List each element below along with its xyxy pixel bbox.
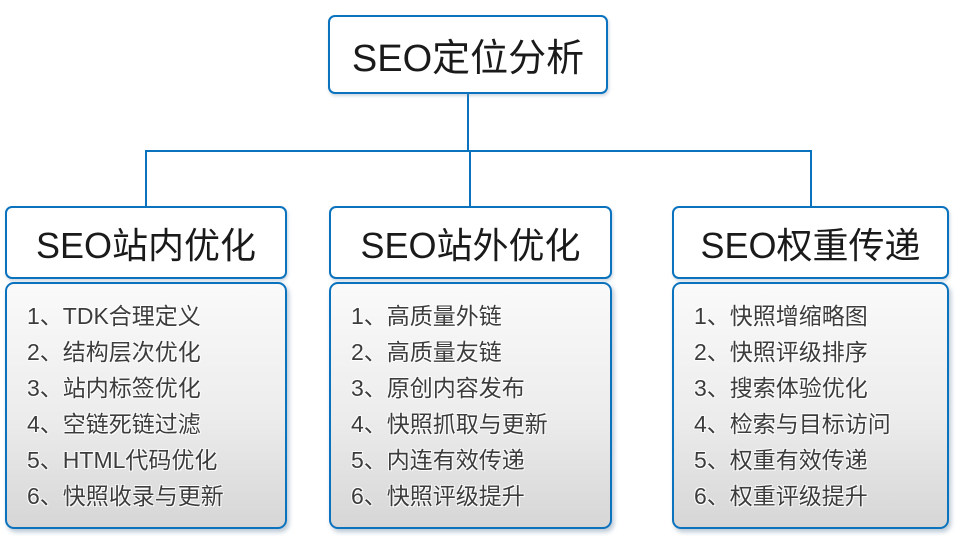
branch-header-offsite: SEO站外优化	[329, 206, 612, 279]
branch-list-offsite: 1、高质量外链 2、高质量友链 3、原创内容发布 4、快照抓取与更新 5、内连有…	[329, 282, 612, 529]
list-item: 1、TDK合理定义	[27, 303, 201, 329]
connector-root-vertical	[467, 94, 469, 151]
branch-header-onsite: SEO站内优化	[5, 206, 287, 279]
list-item: 4、检索与目标访问	[694, 411, 891, 437]
connector-right-vertical	[810, 150, 812, 207]
list-item: 1、快照增缩略图	[694, 303, 868, 329]
branch-header-weight: SEO权重传递	[672, 206, 949, 279]
connector-middle-vertical	[469, 150, 471, 207]
list-item: 5、HTML代码优化	[27, 447, 218, 473]
list-item: 6、快照收录与更新	[27, 483, 224, 509]
list-item: 3、原创内容发布	[351, 375, 525, 401]
connector-left-vertical	[145, 150, 147, 207]
list-item: 1、高质量外链	[351, 303, 502, 329]
branch-header-onsite-title: SEO站内优化	[35, 224, 257, 266]
list-item: 2、高质量友链	[351, 339, 502, 365]
list-item: 3、站内标签优化	[27, 375, 201, 401]
list-item: 2、结构层次优化	[27, 339, 201, 365]
branch-list-onsite: 1、TDK合理定义 2、结构层次优化 3、站内标签优化 4、空链死链过滤 5、H…	[5, 282, 287, 529]
list-item: 2、快照评级排序	[694, 339, 868, 365]
list-item: 5、权重有效传递	[694, 447, 868, 473]
list-item: 4、空链死链过滤	[27, 411, 201, 437]
list-item: 6、权重评级提升	[694, 483, 868, 509]
list-item: 4、快照抓取与更新	[351, 411, 548, 437]
root-node-title: SEO定位分析	[351, 38, 585, 80]
branch-header-offsite-title: SEO站外优化	[360, 224, 581, 266]
list-item: 3、搜索体验优化	[694, 375, 868, 401]
list-item: 5、内连有效传递	[351, 447, 525, 473]
root-node: SEO定位分析	[328, 15, 608, 94]
connector-horizontal	[146, 150, 811, 152]
branch-list-weight: 1、快照增缩略图 2、快照评级排序 3、搜索体验优化 4、检索与目标访问 5、权…	[672, 282, 949, 529]
branch-header-weight-title: SEO权重传递	[700, 224, 921, 266]
list-item: 6、快照评级提升	[351, 483, 525, 509]
